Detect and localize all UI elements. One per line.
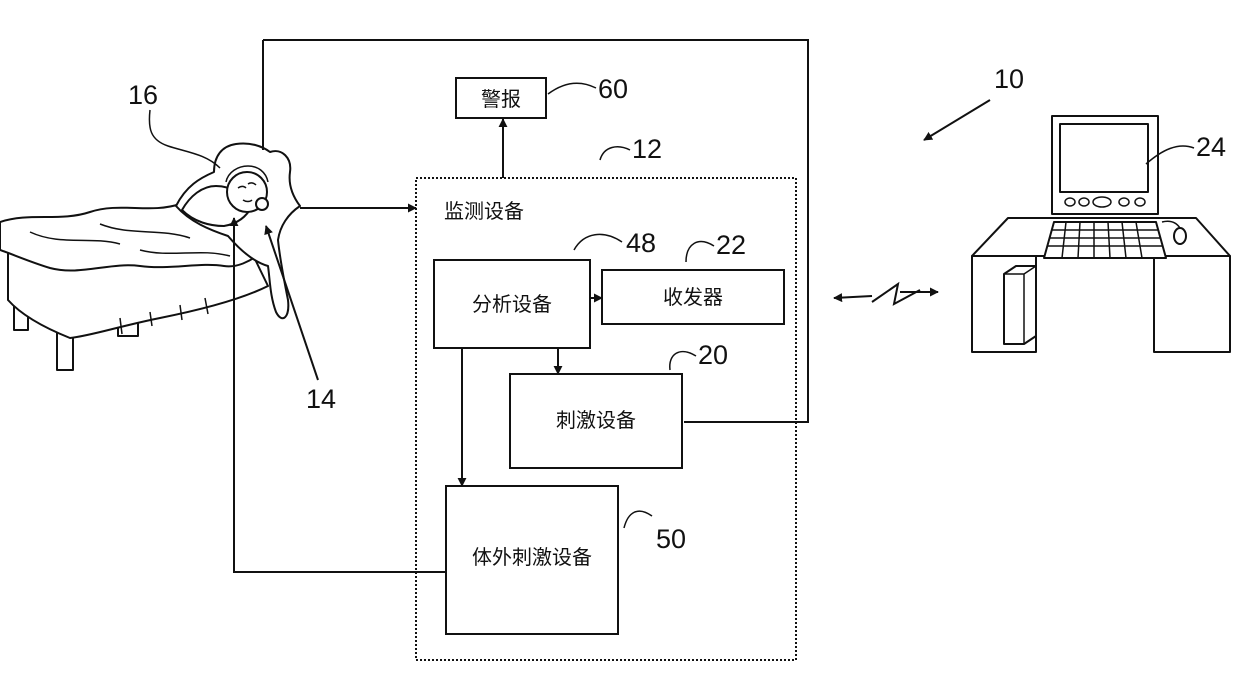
external-stimulation-to-patient-arrow	[234, 218, 446, 572]
ref-patient-leader	[149, 110, 220, 168]
ref-external-stimulation-device-leader	[624, 511, 652, 528]
ref-stimulation-device: 20	[698, 340, 728, 370]
ref-stimulation-device-leader	[670, 352, 696, 370]
monitoring-device-label: 监测设备	[444, 199, 524, 223]
ref-computer: 24	[1196, 132, 1226, 162]
ref-alarm-leader	[548, 83, 596, 94]
ref-sensor: 14	[306, 384, 336, 414]
ref-analysis-device-leader	[574, 234, 622, 250]
ref-system-arrow	[924, 100, 990, 140]
stimulation-device-label: 刺激设备	[556, 408, 636, 432]
patient-in-bed-illustration	[0, 143, 300, 370]
ref-transceiver: 22	[716, 230, 746, 260]
ref-transceiver-leader	[686, 242, 714, 262]
ref-external-stimulation-device: 50	[656, 524, 686, 554]
ref-patient: 16	[128, 80, 158, 110]
ref-analysis-device: 48	[626, 228, 656, 258]
ref-monitoring-device: 12	[632, 134, 662, 164]
computer-workstation-illustration	[972, 116, 1230, 352]
wireless-link-zigzag	[872, 284, 920, 304]
ref-monitoring-device-leader	[600, 147, 630, 160]
ref-system: 10	[994, 64, 1024, 94]
wireless-link-arrow-left	[834, 296, 872, 298]
ref-alarm: 60	[598, 74, 628, 104]
external-stimulation-device-label: 体外刺激设备	[472, 545, 592, 569]
analysis-device-label: 分析设备	[472, 292, 552, 316]
transceiver-label: 收发器	[663, 285, 723, 309]
alarm-label: 警报	[481, 87, 521, 111]
